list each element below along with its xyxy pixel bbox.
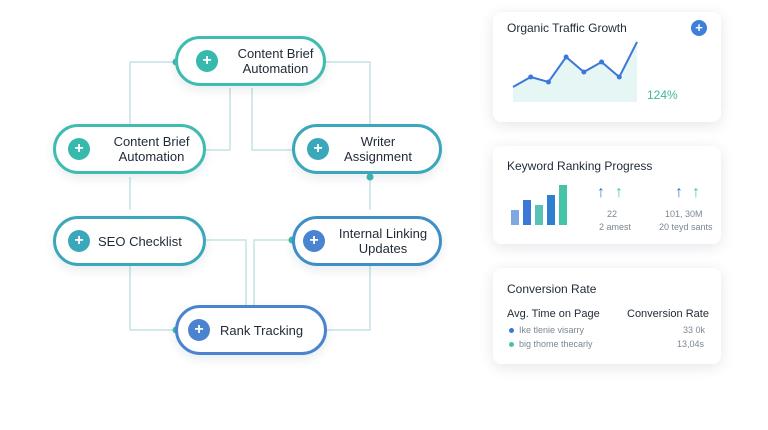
row-label: Ike tlenie visarry: [519, 325, 585, 335]
row-value: 13,04s: [677, 339, 705, 349]
traffic-area: [513, 42, 637, 102]
bullet-icon: [509, 328, 514, 333]
traffic-point: [563, 54, 569, 60]
stat-value: 22: [607, 209, 618, 219]
keyword-bar: [547, 195, 555, 225]
traffic-card: Organic Traffic Growth + 124%: [493, 12, 721, 122]
bullet-icon: [509, 342, 514, 347]
column-header: Avg. Time on Page: [507, 308, 600, 320]
row-label: big thome thecarly: [519, 339, 593, 349]
card-title: Conversion Rate: [507, 282, 597, 296]
node-label: SEO Checklist: [98, 233, 182, 249]
arrow-up-icon: ↑: [597, 184, 605, 201]
traffic-point: [581, 69, 587, 75]
keyword-bar-chart: [511, 185, 567, 225]
plus-icon: +: [307, 138, 329, 160]
keyword-bar: [535, 205, 543, 225]
stat-label: 20 teyd sants: [659, 222, 713, 232]
node-content-brief-automation-left[interactable]: + Content Brief Automation: [53, 124, 206, 174]
node-label: Content Brief Automation: [113, 134, 190, 164]
node-label: Internal Linking Updates: [338, 226, 428, 256]
keyword-bar: [559, 185, 567, 225]
plus-icon: +: [68, 230, 90, 252]
plus-icon: +: [303, 230, 325, 252]
column-header: Conversion Rate: [627, 308, 709, 320]
plus-icon[interactable]: +: [691, 20, 707, 36]
traffic-percent: 124%: [647, 88, 678, 102]
traffic-point: [545, 79, 551, 85]
traffic-line: [512, 41, 638, 88]
arrow-up-icon: ↑: [615, 184, 623, 201]
keyword-bar: [523, 200, 531, 225]
plus-icon: +: [196, 50, 218, 72]
stat-value: 101­, 30M: [665, 209, 703, 219]
arrow-up-icon: ↑: [675, 184, 683, 201]
stat-label: 2 amest: [599, 222, 632, 232]
node-seo-checklist[interactable]: + SEO Checklist: [53, 216, 206, 266]
node-label: Content Brief Automation: [237, 46, 314, 76]
node-writer-assignment[interactable]: + Writer Assignment: [292, 124, 442, 174]
node-label: Rank Tracking: [220, 322, 304, 338]
node-label: Writer Assignment: [344, 134, 412, 164]
card-title: Organic Traffic Growth: [507, 21, 627, 35]
plus-icon: +: [68, 138, 90, 160]
card-title: Keyword Ranking Progress: [507, 159, 653, 173]
traffic-point: [599, 59, 605, 65]
row-value: 33 0k: [683, 325, 706, 335]
traffic-point: [616, 74, 622, 80]
keyword-bar: [511, 210, 519, 225]
plus-icon: +: [188, 319, 210, 341]
node-content-brief-automation-top[interactable]: + Content Brief Automation: [175, 36, 326, 86]
traffic-point: [528, 74, 534, 80]
node-internal-linking-updates[interactable]: + Internal Linking Updates: [292, 216, 442, 266]
arrow-up-icon: ↑: [692, 184, 700, 201]
node-rank-tracking[interactable]: + Rank Tracking: [175, 305, 327, 355]
conversion-card: Conversion Rate Avg. Time on Page Conver…: [493, 268, 721, 364]
traffic-line-chart: [512, 41, 638, 102]
keyword-card: Keyword Ranking Progress ↑ ↑ 22 2 amest …: [493, 146, 721, 244]
